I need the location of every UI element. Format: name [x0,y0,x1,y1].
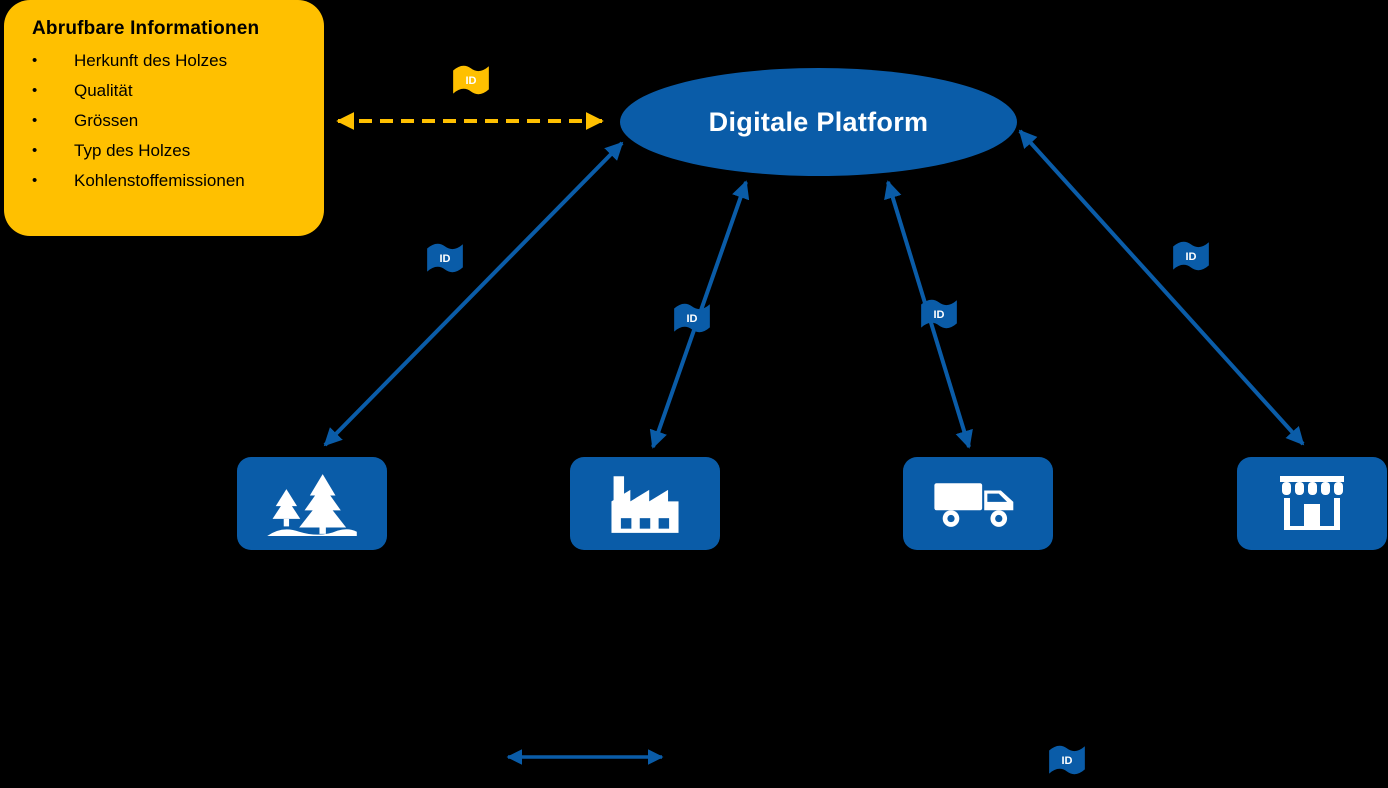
flag-icon [921,299,957,329]
forest-icon [267,473,357,536]
store-icon-shapes [1280,475,1344,530]
id-flag-forest: ID [427,243,463,273]
truck-detail-shapes [947,493,1008,522]
node-forest [237,457,387,550]
id-flag-factory: ID [674,303,710,333]
node-truck [903,457,1053,550]
flag-icon [453,65,489,95]
forest-icon-shapes [267,473,357,536]
bullet-icon: • [32,172,38,189]
info-item-label: Grössen [74,111,139,130]
connector-platform-store [1018,129,1305,446]
flag-label: ID [465,75,476,87]
info-list-item: • Kohlenstoffemissionen [32,170,306,191]
id-flag-truck: ID [921,299,957,329]
platform-ellipse: Digitale Platform [620,68,1017,176]
flag-icon [1173,241,1209,271]
info-item-label: Qualität [74,81,133,100]
info-item-label: Herkunft des Holzes [74,51,228,70]
truck-icon [934,482,1014,527]
bullet-icon: • [32,52,38,69]
flag-label: ID [1185,251,1196,263]
node-factory [570,457,720,550]
platform-label: Digitale Platform [708,106,929,137]
id-flag-store: ID [1173,241,1209,271]
info-list-item: • Qualität [32,80,306,101]
bullet-icon: • [32,82,38,99]
bullet-icon: • [32,112,38,129]
info-list: • Herkunft des Holzes • Qualität • Gröss… [32,50,306,191]
flag-icon [427,243,463,273]
bullet-icon: • [32,142,38,159]
info-box-title: Abrufbare Informationen [32,18,260,39]
connector-platform-forest [323,141,624,447]
info-item-label: Kohlenstoffemissionen [74,171,245,190]
store-icon [1280,475,1344,530]
info-list-item: • Herkunft des Holzes [32,50,306,71]
flag-label: ID [1061,755,1072,767]
id-flag-legend: ID [1049,745,1085,775]
id-flag-yellow: ID [453,65,489,95]
node-store [1237,457,1387,550]
factory-icon [611,476,679,533]
flag-label: ID [686,313,697,325]
flag-label: ID [439,253,450,265]
factory-window-shapes [620,518,670,529]
info-list-item: • Typ des Holzes [32,140,306,161]
flag-icon [1049,745,1085,775]
flag-icon [674,303,710,333]
info-item-label: Typ des Holzes [74,141,191,160]
info-list-item: • Grössen [32,110,306,131]
flag-label: ID [933,309,944,321]
info-box: Abrufbare Informationen • Herkunft des H… [4,0,324,236]
